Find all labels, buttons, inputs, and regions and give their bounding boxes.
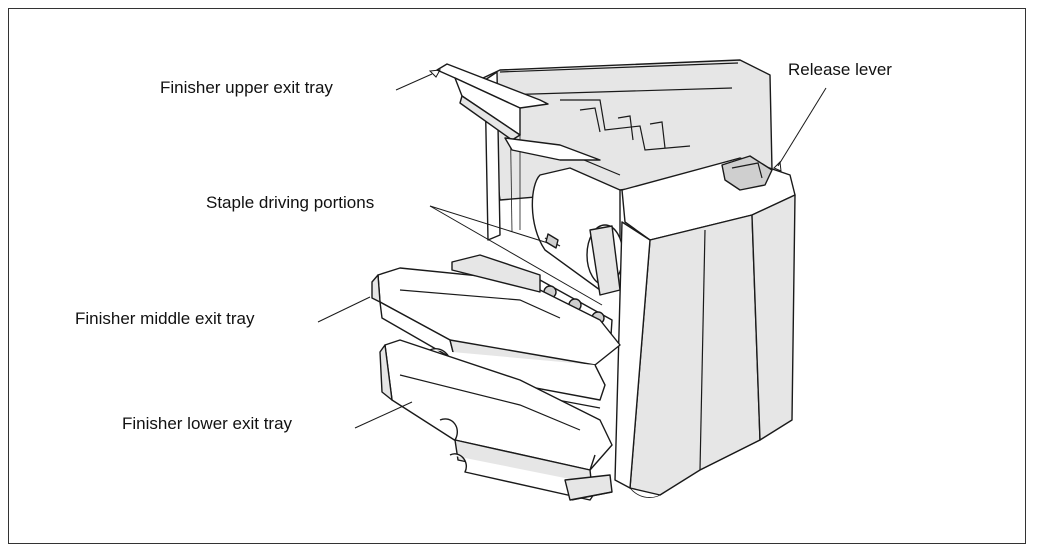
label-middle-exit-tray: Finisher middle exit tray	[75, 309, 255, 328]
finisher-middle-exit-tray	[371, 267, 621, 409]
finisher-rear-frame	[482, 59, 773, 241]
finisher-lower-exit-tray	[379, 339, 613, 501]
finisher-base	[451, 254, 541, 293]
label-staple-driving-portions: Staple driving portions	[206, 193, 375, 212]
label-upper-exit-tray: Finisher upper exit tray	[160, 78, 333, 97]
release-lever	[721, 155, 773, 191]
finisher-upper-exit-tray	[436, 63, 621, 176]
label-release-lever: Release lever	[788, 60, 892, 79]
label-lower-exit-tray: Finisher lower exit tray	[122, 414, 293, 433]
leader-lines	[317, 69, 827, 429]
finisher-front-cover	[614, 155, 796, 498]
